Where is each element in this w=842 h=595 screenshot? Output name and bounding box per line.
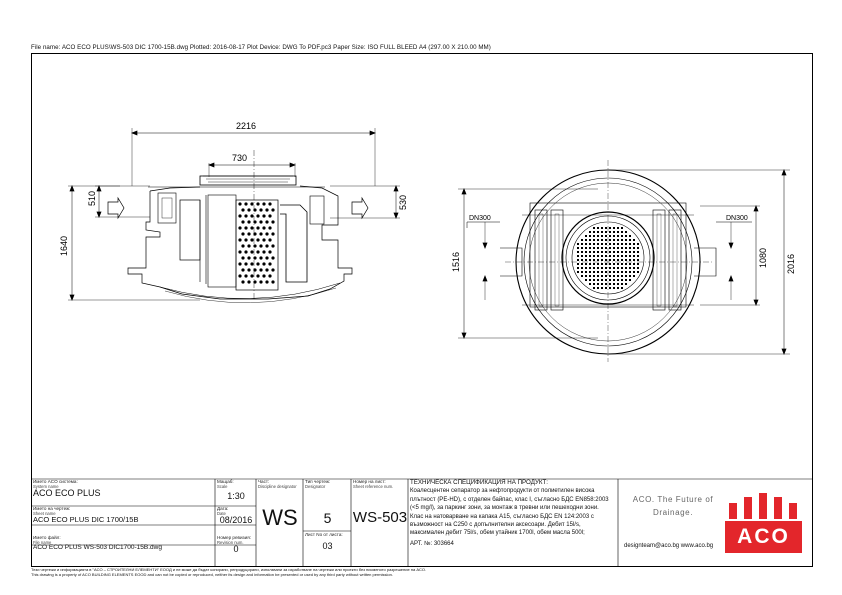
disclaimer-bg: Тези чертежи и информацията в "ACO – СТР…	[31, 567, 427, 572]
part-label-en: Discipline designator	[258, 483, 297, 489]
dim-total-height: 1640	[59, 236, 69, 256]
sheetno-label: Лист No от листа:	[305, 532, 343, 537]
scale-cell: Мащаб: Scale 1:30	[217, 479, 255, 502]
dim-dn-right: DN300	[726, 215, 748, 222]
date-value: 08/2016	[219, 515, 253, 526]
scale-label: Мащаб:	[217, 479, 234, 484]
legal-disclaimer: Тези чертежи и информацията в "ACO – СТР…	[31, 567, 426, 577]
brand-contact: designteam@aco.bg www.aco.bg	[624, 543, 714, 549]
spec-line: Клас на натоварване на капака A15, съгла…	[410, 513, 594, 520]
file-name-cell: Името файл: File name ACO ECO PLUS WS-50…	[33, 535, 213, 552]
brand-tagline: ACO. The Future of Drainage.	[632, 493, 714, 519]
plan-view	[458, 160, 790, 362]
system-label-en: System name	[33, 483, 59, 489]
sheet-name-cell: Името на чертеж: Sheet name ACO ECO PLUS…	[33, 506, 213, 525]
tagline-line-2: Drainage.	[652, 508, 694, 517]
discipline-cell: Част: Discipline designator	[258, 479, 302, 489]
drawing-sheet-frame	[31, 53, 813, 567]
tagline-line-1: ACO. The Future of	[632, 495, 714, 504]
system-name-cell: Името ACO система: System name ACO ECO P…	[33, 479, 213, 499]
technical-specification: ТЕХНИЧЕСКА СПЕЦИФИКАЦИЯ НА ПРОДУКТ: Коал…	[410, 479, 616, 548]
sheetno-value: 03	[322, 540, 333, 551]
type-label: Тип чертеж:	[305, 479, 331, 484]
spec-line: плътност (PE-HD), с отделен байпас, клас…	[410, 496, 609, 503]
sheet-ref-cell: Номер на лист: Sheet reference num.	[353, 479, 407, 489]
aco-logo: ACO	[725, 493, 802, 553]
rev-label: Номер ревизия:	[217, 535, 251, 540]
sheet-ref-value: WS-503	[352, 509, 408, 526]
discipline-value: WS	[262, 505, 298, 530]
scale-value: 1:30	[227, 491, 245, 502]
file-label-en: File name	[33, 539, 52, 545]
rev-value: 0	[233, 544, 239, 555]
date-label-en: Date	[217, 510, 226, 516]
section-view	[68, 128, 400, 303]
disclaimer-en: This drawing is a property of ACO BUILDI…	[31, 572, 393, 577]
sheet-value: ACO ECO PLUS DIC 1700/15B	[33, 515, 139, 525]
dim-plan-1080: 1080	[758, 248, 768, 268]
revision-cell: Номер ревизия: Revision num. 0	[217, 535, 255, 555]
rev-label-en: Revision num.	[217, 539, 244, 545]
dim-overall-width: 2216	[236, 121, 256, 131]
dim-plan-2016: 2016	[786, 254, 796, 274]
sheetref-label: Номер на лист:	[353, 479, 386, 484]
scale-label-en: Scale	[217, 483, 228, 489]
part-label: Част:	[258, 479, 270, 484]
date-cell: Дата: Date 08/2016	[217, 506, 255, 526]
system-value: ACO ECO PLUS	[33, 488, 101, 499]
sheet-number-cell: Лист No от листа: 03	[305, 532, 350, 551]
designator-cell: Тип чертеж: Designator	[305, 479, 350, 489]
article-number: АРТ. №: 303664	[410, 540, 454, 547]
title-block-grid	[31, 478, 813, 567]
spec-line: максимален дебит 75l/s, обем утайник 170…	[410, 530, 585, 537]
aco-logo-bars	[729, 493, 797, 519]
plot-info-header: File name: ACO ECO PLUS\WS-503 DIC 1700-…	[31, 44, 491, 51]
designator-value: 5	[323, 510, 332, 526]
sheetref-label-en: Sheet reference num.	[353, 483, 394, 489]
spec-title: ТЕХНИЧЕСКА СПЕЦИФИКАЦИЯ НА ПРОДУКТ:	[410, 479, 549, 486]
spec-line: възможност на C250 с допълнителни аксесо…	[410, 522, 581, 529]
spec-line: (<5 mg/l), за паркинг зони, за монтаж в …	[410, 505, 599, 512]
date-label: Дата:	[217, 506, 229, 511]
file-value: ACO ECO PLUS WS-503 DIC1700-15B.dwg	[33, 544, 162, 552]
dim-outlet-height: 530	[398, 195, 408, 210]
system-label: Името ACO система:	[33, 479, 78, 484]
dim-inlet-height: 510	[87, 191, 97, 206]
dim-plan-1516: 1516	[451, 252, 461, 272]
file-label: Името файл:	[33, 535, 61, 540]
type-label-en: Designator	[305, 483, 326, 489]
dim-dn-left: DN300	[469, 215, 491, 222]
spec-line: Коалесцентен сепаратор за нефтопродукти …	[410, 488, 595, 495]
sheet-label: Името на чертеж:	[33, 506, 71, 511]
sheet-label-en: Sheet name	[33, 510, 56, 516]
dim-cover-width: 730	[232, 153, 247, 163]
aco-logo-word: ACO	[737, 525, 790, 548]
